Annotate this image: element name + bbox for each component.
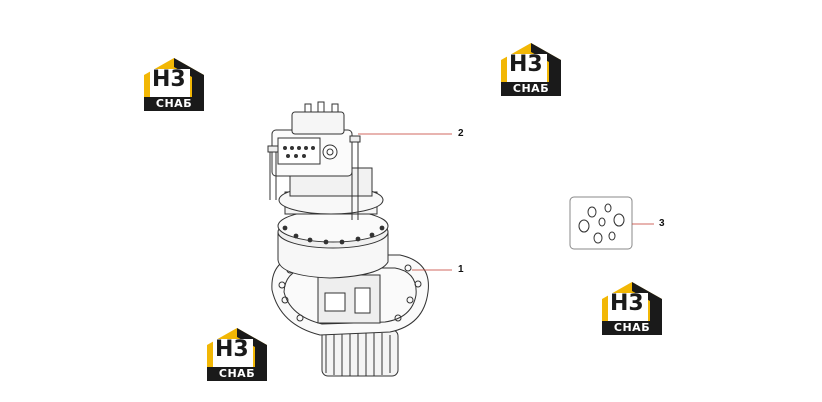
- logo-house-icon: [501, 43, 561, 84]
- logo-bottom-left: H3 СНАБ: [203, 325, 271, 383]
- callout-3[interactable]: 3: [659, 218, 665, 229]
- logo-house-icon: [602, 282, 662, 323]
- logo-mark: H3: [215, 337, 249, 362]
- logo-top-right: H3 СНАБ: [497, 40, 565, 98]
- callout-2[interactable]: 2: [458, 128, 464, 139]
- logo-top-left: H3 СНАБ: [140, 55, 208, 113]
- swing-reduction-gear: [271, 209, 429, 377]
- logo-house-icon: [144, 58, 204, 99]
- swing-motor: [267, 101, 384, 220]
- logo-bottom-right: H3 СНАБ: [598, 279, 666, 337]
- logo-mark: H3: [152, 67, 186, 92]
- logo-house-icon: [207, 328, 267, 369]
- logo-text: СНАБ: [144, 97, 204, 111]
- logo-text: СНАБ: [207, 367, 267, 381]
- logo-mark: H3: [610, 291, 644, 316]
- logo-mark: H3: [509, 52, 543, 77]
- logo-text: СНАБ: [602, 321, 662, 335]
- logo-text: СНАБ: [501, 82, 561, 96]
- callout-1[interactable]: 1: [458, 264, 464, 275]
- seal-kit: [569, 196, 633, 250]
